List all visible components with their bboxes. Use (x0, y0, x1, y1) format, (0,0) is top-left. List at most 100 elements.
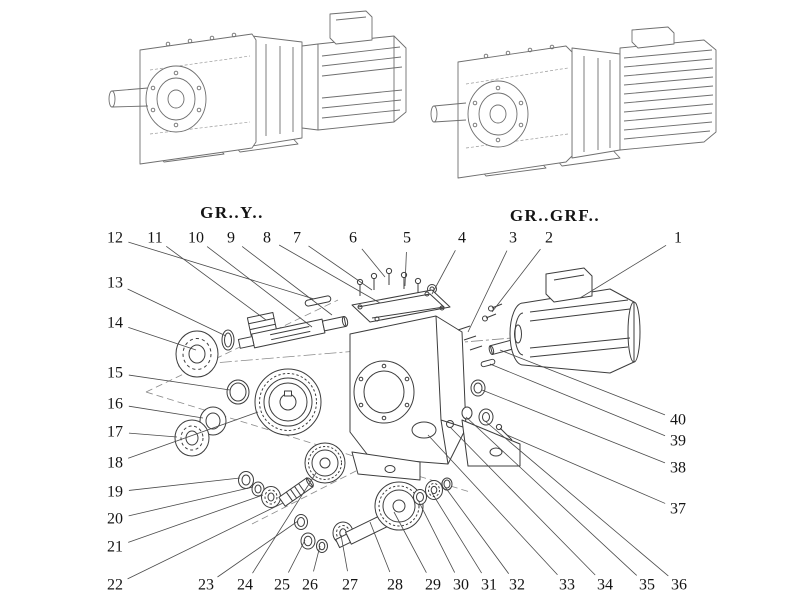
washer-19 (238, 471, 254, 489)
compact-motor-body (619, 39, 717, 151)
callout-14: 14 (107, 315, 123, 332)
ring-35 (461, 406, 473, 420)
key-12 (304, 295, 332, 307)
oil-seal-38 (470, 379, 486, 397)
motor-body (317, 35, 407, 131)
callout-1: 1 (674, 230, 682, 247)
gearbox-side (571, 47, 621, 159)
motor-terminal-box (545, 267, 593, 303)
rear-bore-33 (411, 421, 437, 439)
leader-line-6 (361, 248, 386, 278)
gear-29 (374, 481, 424, 531)
leader-line-35 (465, 416, 638, 576)
callout-32: 32 (509, 577, 525, 594)
leader-line-12 (128, 241, 315, 300)
output-flange (467, 80, 529, 148)
callout-27: 27 (342, 577, 358, 594)
callout-20: 20 (107, 511, 123, 528)
callout-34: 34 (597, 577, 613, 594)
callout-35: 35 (639, 577, 655, 594)
cover-plate-8 (351, 289, 451, 323)
leader-line-21 (128, 494, 264, 543)
leader-line-25 (288, 539, 306, 573)
callout-11: 11 (147, 230, 162, 247)
motor-body (522, 288, 635, 374)
leader-line-9 (241, 246, 333, 316)
washer-25 (300, 532, 316, 550)
gear-18 (254, 368, 322, 436)
leader-line-22 (127, 502, 284, 580)
mounting-foot-left (351, 451, 421, 481)
model-label-right: GR..GRF.. (510, 206, 600, 225)
input-shaft-assembly (175, 295, 349, 378)
motor-rear-cap (627, 301, 641, 363)
callout-18: 18 (107, 455, 123, 472)
studs-3 (457, 325, 483, 351)
output-flange (145, 65, 207, 133)
housing-body (349, 315, 467, 465)
leader-line-27 (340, 534, 348, 572)
callout-6: 6 (349, 230, 357, 247)
callout-5: 5 (403, 230, 411, 247)
leader-line-7 (308, 245, 373, 291)
leader-line-15 (128, 374, 231, 391)
callout-15: 15 (107, 365, 123, 382)
leader-line-24 (252, 472, 317, 574)
motor-1 (509, 267, 641, 374)
callout-39: 39 (670, 433, 686, 450)
callout-37: 37 (670, 501, 686, 518)
motor-adapter (301, 43, 319, 131)
leader-line-39 (489, 363, 666, 437)
leader-line-37 (506, 434, 666, 504)
callout-3: 3 (509, 230, 517, 247)
callout-25: 25 (274, 577, 290, 594)
callout-30: 30 (453, 577, 469, 594)
leader-line-19 (128, 477, 241, 491)
callout-33: 33 (559, 577, 575, 594)
leader-line-17 (128, 432, 178, 438)
leader-line-13 (127, 288, 227, 337)
callout-16: 16 (107, 396, 123, 413)
ring-15 (226, 379, 250, 405)
callout-19: 19 (107, 484, 123, 501)
terminal-box (329, 10, 373, 45)
leader-line-26 (313, 545, 321, 572)
leader-line-3 (467, 250, 508, 333)
end-cover-36 (478, 408, 494, 426)
leader-line-11 (166, 245, 267, 321)
washer-20 (251, 481, 265, 497)
callout-22: 22 (107, 577, 123, 594)
callout-24: 24 (237, 577, 253, 594)
gearbox-side (251, 35, 303, 147)
bearing-14 (175, 330, 219, 378)
bolt-37 (495, 423, 513, 441)
bolts-2 (482, 303, 503, 322)
washer-26 (316, 539, 328, 553)
pinion-gear-set (278, 442, 346, 530)
callout-23: 23 (198, 577, 214, 594)
assembled-view-gr-grf (430, 26, 717, 179)
output-shaft (433, 102, 467, 123)
callout-10: 10 (188, 230, 204, 247)
leader-line-5 (404, 251, 407, 287)
callout-29: 29 (425, 577, 441, 594)
assembled-view-gr-y (108, 10, 407, 165)
input-shaft-9-10 (237, 316, 349, 349)
callout-2: 2 (545, 230, 553, 247)
callout-12: 12 (107, 230, 123, 247)
callout-21: 21 (107, 539, 123, 556)
leader-line-18 (128, 411, 259, 459)
leader-line-31 (431, 492, 482, 574)
callout-28: 28 (387, 577, 403, 594)
leader-line-34 (449, 426, 596, 576)
output-shaft (111, 87, 149, 108)
callout-4: 4 (458, 230, 466, 247)
output-shaft-assembly (300, 477, 453, 553)
leader-line-32 (444, 486, 510, 574)
leader-line-2 (491, 248, 541, 313)
pinion-shaft-22 (278, 477, 314, 507)
leader-line-40 (499, 349, 666, 416)
callout-9: 9 (227, 230, 235, 247)
